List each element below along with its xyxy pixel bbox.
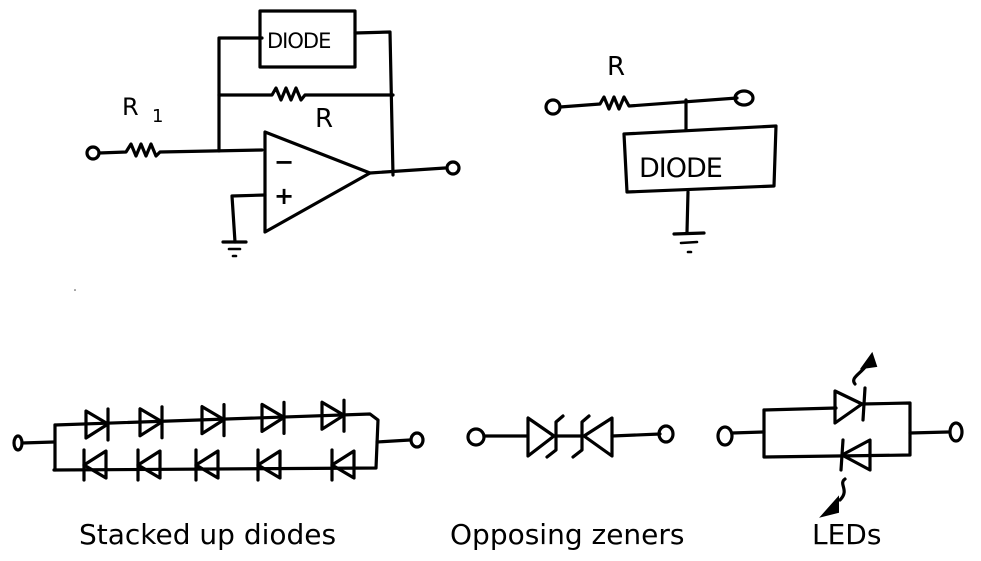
zener-output-wire [610, 432, 662, 438]
forward-diode-triangle [200, 405, 226, 436]
feedback-diode-box-label: DIODE [267, 29, 330, 53]
input-resistor-r1 [97, 142, 264, 158]
led-loop-top-left [762, 406, 838, 412]
opamp-noninverting-sign: + [274, 182, 294, 210]
feedback-right-wire [353, 30, 395, 177]
reverse-diode-triangle [256, 449, 282, 480]
opamp-circuit: R 1 R DIODE − + [85, 9, 461, 258]
shunt-diode-circuit: R DIODE [544, 52, 778, 254]
caption-stacked-diodes: Stacked up diodes [79, 518, 337, 551]
caption-leds: LEDs [812, 518, 882, 551]
led-output-wire [908, 430, 950, 435]
shunt-diode-box [622, 124, 778, 194]
zener-2-triangle [582, 416, 614, 458]
led-output-terminal [948, 421, 964, 443]
reverse-diode-triangle [194, 449, 220, 480]
led-input-terminal [716, 425, 734, 447]
feedback-resistor-label: R [315, 104, 333, 134]
shunt-ground-wire [685, 190, 690, 234]
forward-diode-triangle [138, 407, 164, 438]
shunt-diode-box-label: DIODE [639, 153, 722, 184]
led-2-bar [839, 438, 845, 472]
r1-label: R [122, 93, 139, 121]
led-input-wire [730, 430, 766, 435]
zener-2-bar [571, 414, 591, 459]
reverse-diode-triangle [330, 449, 356, 480]
forward-diode-triangle [260, 402, 286, 433]
shunt-output-terminal [733, 89, 755, 107]
reverse-diode-triangle [136, 449, 162, 480]
zener-output-terminal [657, 424, 675, 444]
opamp-triangle [263, 130, 372, 234]
zener-1-triangle [526, 416, 556, 458]
forward-diode-triangle [320, 400, 346, 431]
feedback-diode-box [258, 9, 357, 69]
shunt-resistor-label: R [607, 52, 625, 82]
led-2-emission-arrow-icon [819, 495, 839, 518]
opposing-zeners-circuit [466, 414, 675, 459]
reverse-diode-triangle [82, 449, 108, 480]
zener-input-terminal [466, 427, 486, 447]
led-1-emission-arrow-icon [859, 351, 878, 370]
stacked-output-wire [375, 438, 412, 444]
led-1-triangle [833, 389, 864, 425]
led-loop-right [762, 401, 912, 459]
led-2-triangle [840, 438, 872, 472]
speck [74, 289, 76, 291]
shunt-ground-line1 [672, 231, 706, 236]
led-2-emission-squiggle [838, 477, 847, 502]
led-1-bar [861, 386, 867, 422]
ground-wire [230, 193, 267, 244]
stacked-input-wire [20, 440, 56, 445]
forward-diode-triangle [84, 409, 110, 440]
shunt-resistor [558, 95, 739, 111]
r1-subscript: 1 [152, 106, 163, 127]
stacked-rails [52, 412, 380, 472]
shunt-ground-line2 [679, 240, 699, 245]
shunt-input-terminal [544, 98, 562, 116]
output-terminal [445, 160, 461, 176]
input-terminal [85, 145, 101, 161]
output-wire [368, 166, 447, 175]
feedback-resistor [217, 86, 395, 102]
feedback-left-wire [217, 36, 264, 153]
leds-circuit [716, 351, 964, 518]
opamp-inverting-sign: − [274, 148, 294, 176]
caption-opposing-zeners: Opposing zeners [450, 518, 685, 551]
stacked-diodes-circuit [12, 398, 425, 482]
stacked-output-terminal [409, 431, 425, 449]
